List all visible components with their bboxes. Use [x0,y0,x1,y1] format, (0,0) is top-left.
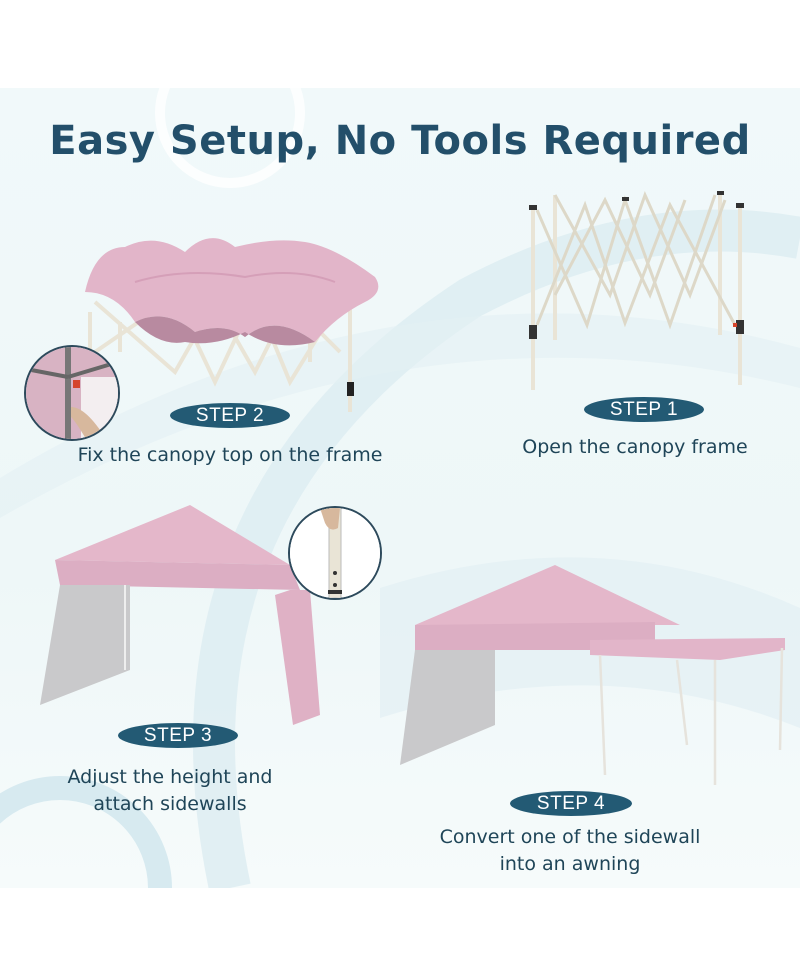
awning-illustration [400,565,785,785]
step-3-badge: STEP 3 [118,723,238,748]
step-4-caption-line-2: into an awning [499,853,641,875]
step-3-caption-line-1: Adjust the height and [67,766,273,788]
inset-leg-adjust [288,506,382,600]
inset-canopy-corner [24,345,120,441]
step-4-badge: STEP 4 [510,791,632,816]
sidewalls-illustration [40,505,320,725]
step-3-caption: Adjust the height and attach sidewalls [30,764,310,818]
step-4-caption-line-1: Convert one of the sidewall [439,826,701,848]
step-3-caption-line-2: attach sidewalls [93,793,247,815]
height-adjust-icon [290,508,380,598]
step-2-badge: STEP 2 [170,403,290,428]
step-1-caption: Open the canopy frame [522,436,748,458]
open-frame-illustration [529,190,744,390]
step-2-caption: Fix the canopy top on the frame [77,444,383,466]
step-1-badge: STEP 1 [584,397,704,422]
page-title: Easy Setup, No Tools Required [49,118,751,164]
hand-attaching-icon [26,347,118,439]
step-4-caption: Convert one of the sidewall into an awni… [410,824,730,878]
canopy-draped-illustration [85,238,379,412]
